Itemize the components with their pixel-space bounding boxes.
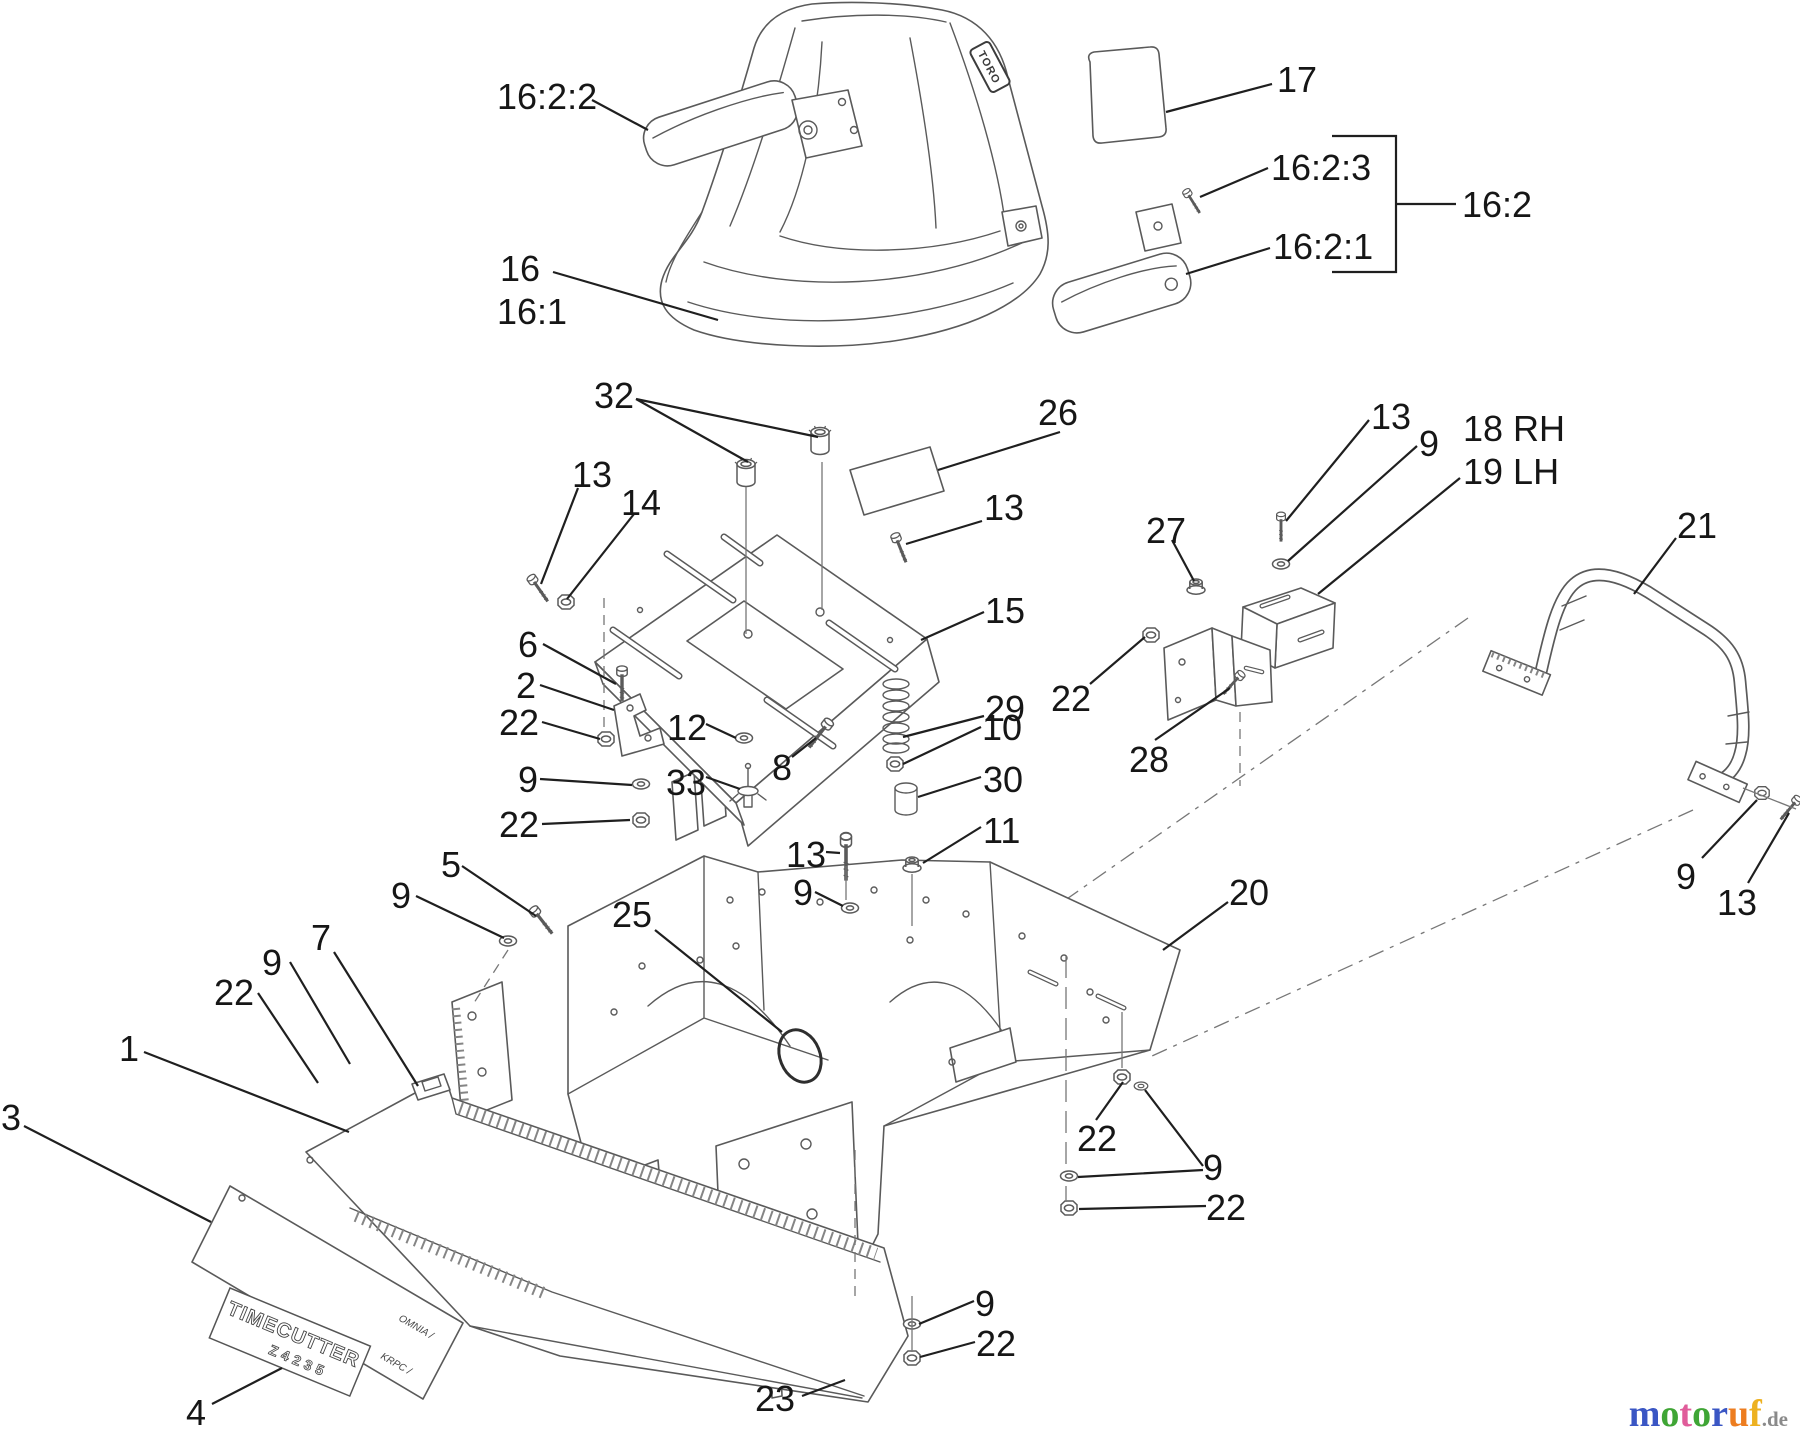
- part-callout-11: 11: [983, 810, 1021, 851]
- part-callout-8: 8: [772, 747, 793, 788]
- bushing-30: [894, 782, 918, 816]
- front-panel-1: [305, 1073, 909, 1403]
- part-callout-4: 4: [186, 1392, 207, 1433]
- part-callout-9: 9: [1419, 423, 1440, 464]
- part-callout-33: 33: [666, 762, 707, 803]
- model-decal-3: OMNIA / KRPC /: [191, 1185, 464, 1400]
- motoruf-letter: r: [1711, 1393, 1728, 1435]
- part-callout-22: 22: [499, 702, 540, 743]
- part-callout-9: 9: [975, 1283, 996, 1324]
- part-callout-16-2-1: 16:2:1: [1273, 226, 1374, 267]
- motoruf-suffix: .de: [1761, 1407, 1788, 1431]
- part-callout-13: 13: [1717, 882, 1758, 923]
- part-callout-18-RH: 18 RH: [1463, 408, 1566, 449]
- part-callout-30: 30: [983, 759, 1024, 800]
- motoruf-letter: m: [1628, 1393, 1661, 1435]
- part-callout-6: 6: [518, 624, 539, 665]
- part-callout-3: 3: [1, 1097, 22, 1138]
- part-callout-13: 13: [572, 454, 613, 495]
- motoruf-letter: o: [1660, 1393, 1680, 1435]
- part-callout-16-2-3: 16:2:3: [1271, 147, 1372, 188]
- part-callout-26: 26: [1038, 392, 1079, 433]
- part-callout-22: 22: [499, 804, 540, 845]
- grab-handle-21: [1482, 568, 1750, 804]
- motoruf-letter: o: [1692, 1393, 1712, 1435]
- part-callout-32: 32: [594, 375, 635, 416]
- group-bracket-16-2: [1332, 134, 1456, 274]
- pivot-pin-33: [729, 762, 767, 808]
- part-callout-13: 13: [1371, 396, 1412, 437]
- part-callout-16: 16: [500, 248, 541, 289]
- part-callout-9: 9: [518, 759, 539, 800]
- leader-lines: [23, 82, 1790, 1405]
- part-callout-15: 15: [985, 590, 1026, 631]
- part-callout-9: 9: [1676, 856, 1697, 897]
- part-callout-7: 7: [311, 917, 332, 958]
- construction-lines-front: [471, 462, 1797, 1352]
- part-callout-22: 22: [976, 1323, 1017, 1364]
- part-callout-28: 28: [1129, 739, 1170, 780]
- part-callout-17: 17: [1277, 59, 1318, 100]
- part-callout-16-2: 16:2: [1462, 184, 1533, 225]
- part-callout-14: 14: [621, 482, 662, 523]
- part-callout-27: 27: [1146, 510, 1187, 551]
- part-callout-19-LH: 19 LH: [1463, 451, 1560, 492]
- part-callout-22: 22: [1051, 678, 1092, 719]
- part-callout-23: 23: [755, 1378, 796, 1419]
- part-callout-9: 9: [1203, 1147, 1224, 1188]
- motoruf-wordmark: motoruf: [1629, 1393, 1762, 1435]
- hole-marker-25: [777, 1028, 823, 1084]
- part-callout-22: 22: [214, 972, 255, 1013]
- part-callout-9: 9: [391, 875, 412, 916]
- spring-29: [882, 678, 910, 754]
- part-callout-21: 21: [1677, 505, 1718, 546]
- part-callout-10: 10: [982, 707, 1023, 748]
- part-callout-9: 9: [793, 872, 814, 913]
- part-callout-13: 13: [786, 834, 827, 875]
- label-sheet-17: [1087, 46, 1167, 144]
- motoruf-letter: t: [1679, 1393, 1693, 1435]
- motoruf-letter: f: [1749, 1393, 1762, 1435]
- part-callout-20: 20: [1229, 872, 1270, 913]
- part-callout-5: 5: [441, 844, 462, 885]
- small-parts: [613, 678, 918, 816]
- part-callout-16-2-2: 16:2:2: [497, 76, 598, 117]
- part-callout-9: 9: [262, 942, 283, 983]
- part-callout-22: 22: [1077, 1118, 1118, 1159]
- motoruf-watermark: motoruf.de: [1629, 1395, 1788, 1433]
- panel-latch-tab: [411, 1073, 451, 1101]
- angle-bracket-2: [613, 693, 665, 757]
- part-callout-13: 13: [984, 487, 1025, 528]
- part-callout-2: 2: [516, 665, 537, 706]
- motoruf-letter: u: [1727, 1393, 1750, 1435]
- part-callout-29: 29: [985, 688, 1026, 729]
- construction-lines-back: [599, 617, 1694, 1227]
- wheel-arch-right: [889, 981, 1005, 1035]
- part-callout-22: 22: [1206, 1187, 1247, 1228]
- wheel-arch-left: [647, 980, 791, 1047]
- part-callout-16-1: 16:1: [497, 291, 568, 332]
- part-callout-25: 25: [612, 894, 653, 935]
- instruction-decal-26: [849, 446, 945, 516]
- part-callout-1: 1: [119, 1028, 140, 1069]
- part-callout-12: 12: [667, 707, 708, 748]
- armrest-left-16-2-2: [642, 80, 863, 167]
